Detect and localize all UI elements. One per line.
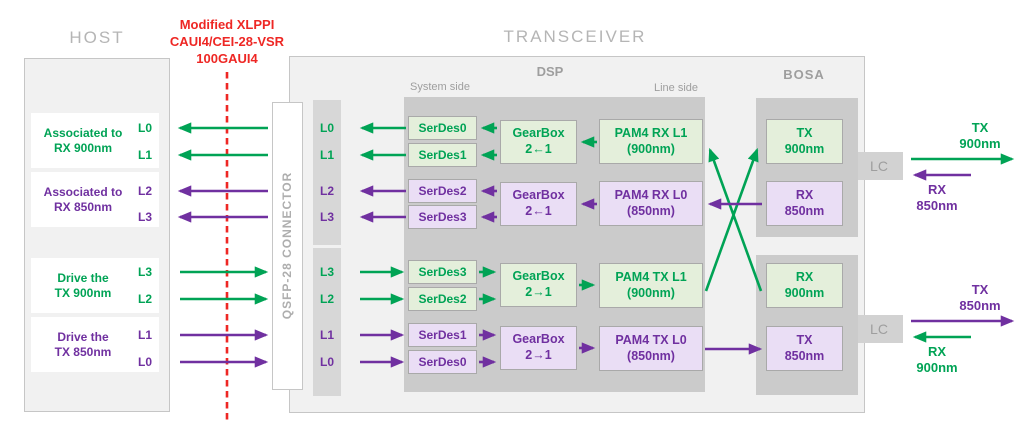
- host-lane-label: L1: [137, 148, 152, 162]
- host-lane-label: L2: [137, 292, 152, 306]
- pam4-rx-l0-block: PAM4 RX L0(850nm): [599, 181, 703, 226]
- line-side-label: Line side: [653, 82, 699, 94]
- interface-line1: Modified XLPPI: [179, 17, 275, 32]
- host-box-label: Drive the TX 900nm: [54, 270, 112, 300]
- lc-port-top: LC: [855, 152, 903, 180]
- host-lane-label: L3: [137, 265, 152, 279]
- serdes2-rx-block: SerDes2: [408, 179, 477, 203]
- serdes3-rx-block: SerDes3: [408, 205, 477, 229]
- lane-label: L0: [319, 121, 334, 135]
- host-lane-label: L3: [137, 210, 152, 224]
- lane-label: L1: [319, 148, 334, 162]
- lc-port-bottom: LC: [855, 315, 903, 343]
- serdes1-tx-block: SerDes1: [408, 323, 477, 347]
- lane-label: L1: [319, 328, 334, 342]
- serdes0-tx-block: SerDes0: [408, 350, 477, 374]
- host-box-rx850: Associated to RX 850nm L2 L3: [31, 172, 159, 227]
- interface-line2: CAUI4/CEI-28-VSR: [169, 34, 285, 49]
- serdes3-tx-block: SerDes3: [408, 260, 477, 284]
- host-box-rx900: Associated to RX 900nm L0 L1: [31, 113, 159, 168]
- lane-strip-bottom: L3 L2 L1 L0: [313, 248, 341, 396]
- lane-label: L2: [319, 292, 334, 306]
- host-lane-label: L2: [137, 184, 152, 198]
- serdes2-tx-block: SerDes2: [408, 287, 477, 311]
- host-lane-label: L0: [137, 121, 152, 135]
- lane-label: L3: [319, 265, 334, 279]
- qsfp28-connector: QSFP-28 CONNECTOR: [272, 102, 303, 390]
- lc-top-label: LC: [870, 158, 888, 174]
- pam4-tx-l1-block: PAM4 TX L1(900nm): [599, 263, 703, 308]
- host-box-label: Associated to RX 900nm: [43, 125, 123, 155]
- interface-line3: 100GAUI4: [196, 51, 258, 66]
- host-box-tx900: Drive the TX 900nm L3 L2: [31, 258, 159, 313]
- interface-standards-label: Modified XLPPI CAUI4/CEI-28-VSR 100GAUI4: [148, 16, 306, 67]
- system-side-label: System side: [410, 81, 470, 93]
- serdes1-rx-block: SerDes1: [408, 143, 477, 167]
- qsfp28-connector-label: QSFP-28 CONNECTOR: [280, 171, 294, 320]
- transceiver-title: TRANSCEIVER: [503, 27, 647, 46]
- host-title: HOST: [69, 28, 125, 47]
- host-lane-label: L1: [137, 328, 152, 342]
- host-box-tx850: Drive the TX 850nm L1 L0: [31, 317, 159, 372]
- serdes0-rx-block: SerDes0: [408, 116, 477, 140]
- host-box-label: Drive the TX 850nm: [54, 329, 112, 359]
- lane-label: L2: [319, 184, 334, 198]
- host-lane-label: L0: [137, 355, 152, 369]
- bosa-title: BOSA: [783, 67, 825, 82]
- pam4-tx-l0-block: PAM4 TX L0(850nm): [599, 326, 703, 371]
- lc-bottom-label: LC: [870, 321, 888, 337]
- pam4-rx-l1-block: PAM4 RX L1(900nm): [599, 119, 703, 164]
- lane-label: L0: [319, 355, 334, 369]
- dsp-title: DSP: [536, 64, 564, 79]
- host-box-label: Associated to RX 850nm: [43, 184, 123, 214]
- lane-strip-top: L0 L1 L2 L3: [313, 100, 341, 245]
- lane-label: L3: [319, 210, 334, 224]
